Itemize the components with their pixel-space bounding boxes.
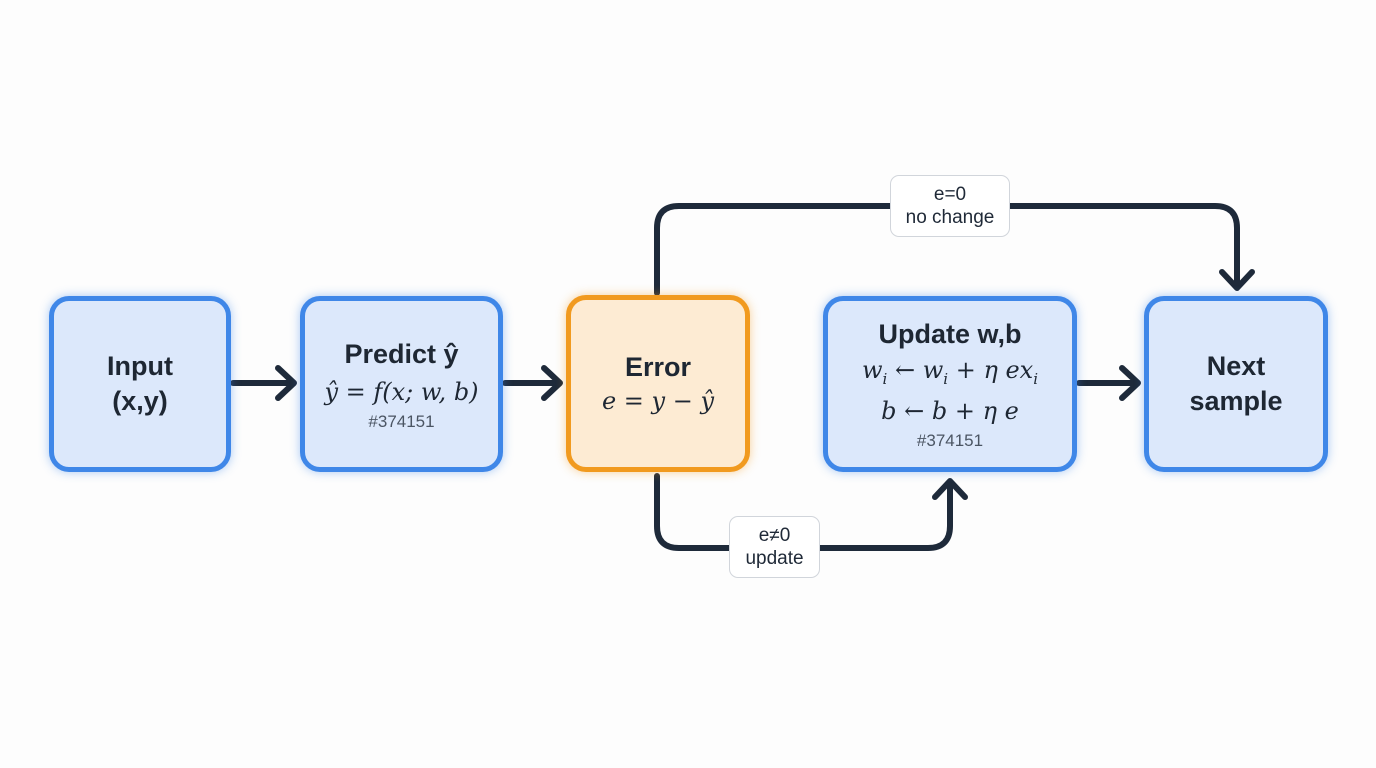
input-node-title-line2: (x,y) bbox=[112, 386, 168, 416]
predict-node: Predict ŷ ŷ = f(x; w, b) #374151 bbox=[300, 296, 503, 472]
update-node: Update w,b wi ← wi + η exi b ← b + η e #… bbox=[823, 296, 1077, 472]
update-color-code: #374151 bbox=[916, 430, 984, 450]
update-node-title: Update w,b bbox=[878, 319, 1022, 350]
arrowhead-error-to-update bbox=[932, 478, 968, 500]
update-formula-b: b ← b + η e bbox=[881, 396, 1019, 425]
predict-color-code: #374151 bbox=[368, 411, 435, 431]
error-node-title: Error bbox=[624, 352, 692, 382]
update-formula-w-lhs: w bbox=[861, 356, 883, 385]
edge-label-update: e≠0 update bbox=[729, 516, 820, 578]
arrowhead-predict-to-error bbox=[541, 365, 563, 401]
update-formula-w-rhs: + η ex bbox=[948, 356, 1034, 385]
arrowhead-input-to-predict bbox=[275, 365, 297, 401]
next-sample-node: Next sample bbox=[1144, 296, 1328, 472]
update-formula-w-mid: ← w bbox=[887, 356, 944, 385]
arrowhead-error-to-next bbox=[1219, 269, 1255, 291]
edge-label-no-change-line1: e=0 bbox=[933, 184, 967, 205]
edge-label-update-line1: e≠0 bbox=[758, 525, 791, 546]
edge-label-no-change-line2: no change bbox=[905, 207, 995, 228]
edge-label-update-line2: update bbox=[745, 548, 804, 569]
predict-formula: ŷ = f(x; w, b) bbox=[324, 377, 479, 406]
next-node-title-line1: Next bbox=[1206, 351, 1266, 381]
edge-label-no-change: e=0 no change bbox=[890, 175, 1010, 237]
predict-node-title: Predict ŷ bbox=[344, 338, 459, 369]
error-node: Error e = y − ŷ bbox=[566, 295, 750, 472]
error-formula: e = y − ŷ bbox=[601, 387, 715, 415]
update-formula-w-sub3: i bbox=[1033, 369, 1039, 388]
arrowhead-update-to-next bbox=[1119, 365, 1141, 401]
next-node-title-line2: sample bbox=[1189, 386, 1283, 416]
update-formula-w: wi ← wi + η exi bbox=[862, 354, 1038, 395]
update-formula-w-sub: i bbox=[882, 369, 888, 388]
input-node: Input (x,y) bbox=[49, 296, 231, 472]
update-formula-w-sub2: i bbox=[943, 369, 949, 388]
input-node-title-line1: Input bbox=[107, 351, 173, 381]
